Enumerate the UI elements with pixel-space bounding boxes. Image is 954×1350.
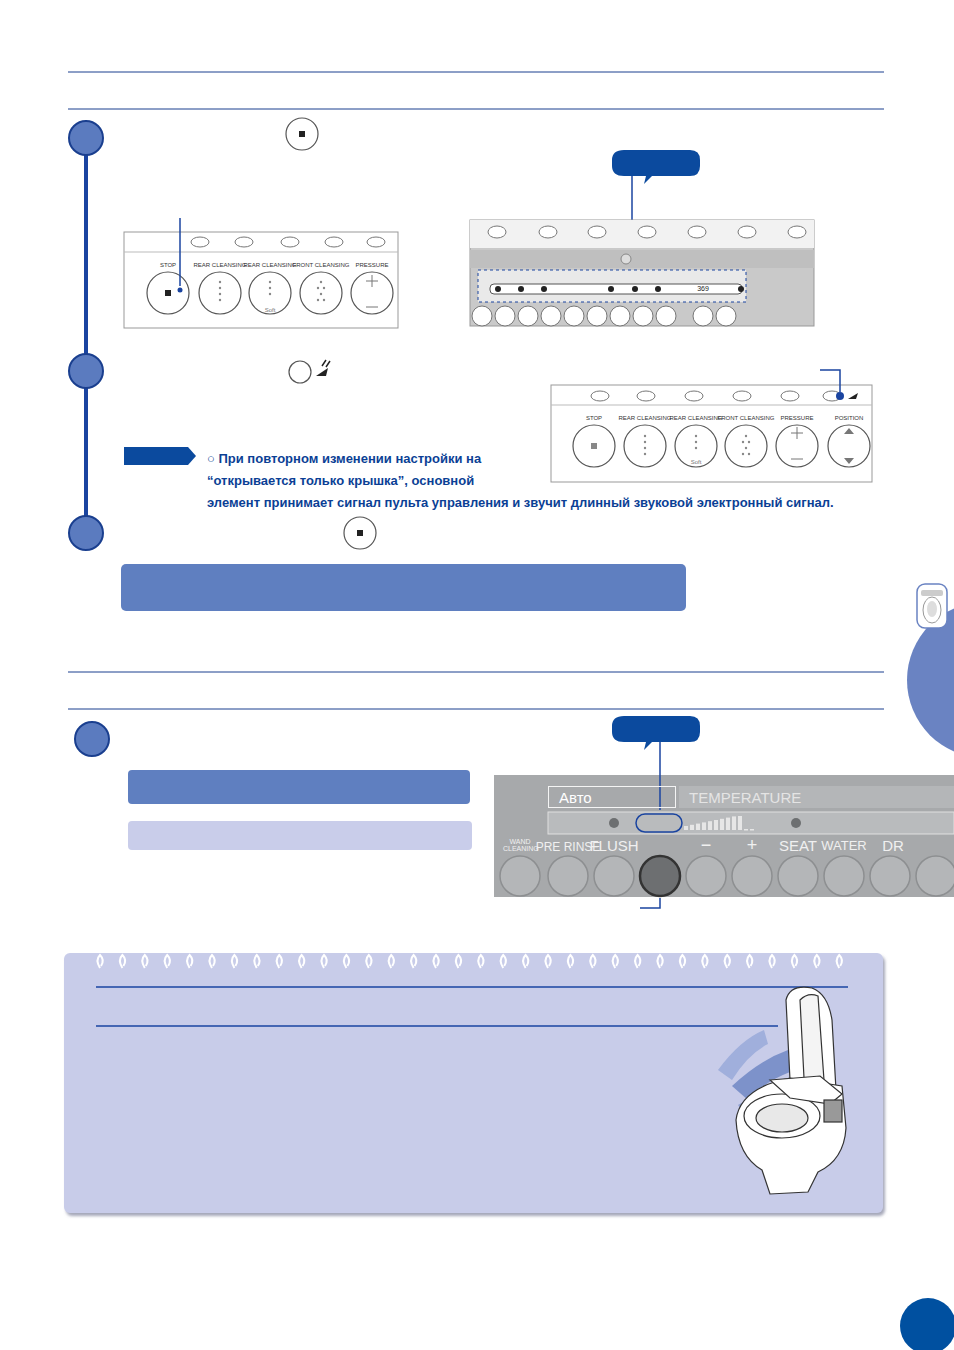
step-track <box>84 138 88 533</box>
panel-buttons <box>500 856 954 896</box>
display-reading: 369 <box>697 285 709 293</box>
button-label: − <box>701 836 712 856</box>
button-label: DR <box>882 838 904 855</box>
main-unit-panel <box>494 775 954 897</box>
wrap-spacer <box>487 448 875 484</box>
main-unit-panel <box>470 220 814 326</box>
button-label: REAR CLEANSING <box>669 415 722 422</box>
mode-display: Авто <box>548 786 676 808</box>
box-rules <box>96 987 848 1026</box>
page-number-badge <box>900 1298 954 1350</box>
button-label: STOP <box>586 415 602 422</box>
step-circles <box>69 121 109 756</box>
binder-rings <box>98 955 842 968</box>
button-label: SEAT <box>779 838 817 855</box>
button-label: WAND CLEANING <box>503 838 537 852</box>
callout-bubble <box>612 150 700 184</box>
button-label: FLUSH <box>589 838 638 855</box>
leader-line <box>640 898 660 908</box>
note-text: ○ При повторном изменении настройки на “… <box>207 448 875 514</box>
remote-panel <box>551 370 872 482</box>
button-label: + <box>747 836 758 856</box>
display-text: Авто <box>559 789 592 806</box>
button-label: Soft <box>265 307 276 314</box>
section-rules <box>68 72 884 709</box>
button-label: STOP <box>160 262 176 269</box>
info-bar <box>128 770 470 804</box>
button-label: REAR CLEANSING <box>618 415 671 422</box>
button-label: Soft <box>691 459 702 466</box>
button-label: POSITION <box>835 415 864 422</box>
button-label: PRESSURE <box>355 262 388 269</box>
button-label: PRESSURE <box>780 415 813 422</box>
button-label: FRONT CLEANSING <box>293 262 350 269</box>
display-text: TEMPERATURE <box>689 789 801 806</box>
toilet-illustration <box>718 987 846 1194</box>
temperature-display: TEMPERATURE <box>679 786 954 808</box>
lid-icon <box>289 360 330 383</box>
button-label: REAR CLEANSING <box>243 262 296 269</box>
info-box <box>64 953 883 1213</box>
button-label: FRONT CLEANSING <box>718 415 775 422</box>
note-badge <box>124 447 196 465</box>
info-bar <box>128 821 472 850</box>
callout-bubble <box>612 716 700 750</box>
button-label: WATER <box>821 839 867 853</box>
result-bar <box>121 564 686 611</box>
button-label: REAR CLEANSING <box>193 262 246 269</box>
leader-line <box>659 742 661 810</box>
remote-panel <box>124 218 398 328</box>
level-bars <box>684 816 754 831</box>
toilet-tab-icon <box>917 584 947 628</box>
